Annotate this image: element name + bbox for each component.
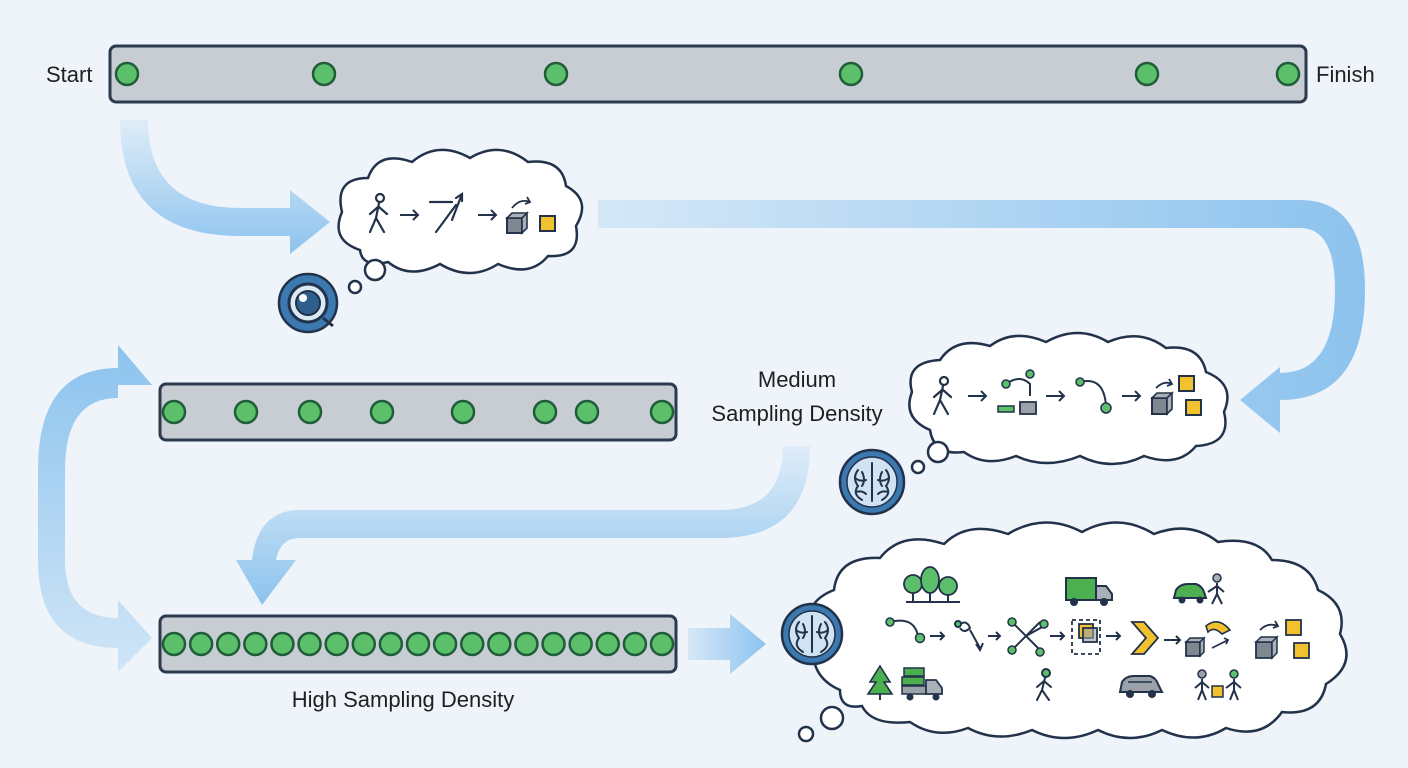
arrow-icon	[988, 631, 1002, 641]
arrow-high-to-thought	[688, 614, 766, 674]
thought-bubble-small	[926, 440, 950, 464]
timeline-point	[595, 631, 621, 657]
timeline-point	[838, 61, 864, 87]
high-density-label: High Sampling Density	[292, 687, 515, 712]
timeline-point	[532, 399, 558, 425]
timeline-point	[369, 399, 395, 425]
timeline-point	[161, 399, 187, 425]
node-path-icon	[1075, 377, 1112, 414]
arrow-icon	[1050, 631, 1066, 641]
timeline-point	[649, 631, 675, 657]
timeline-point	[1275, 61, 1301, 87]
cube-icon	[505, 196, 532, 235]
arrow-icon	[400, 209, 420, 221]
brain-icon	[780, 602, 844, 666]
timeline-point	[405, 631, 431, 657]
magnifier-lens-icon	[277, 272, 339, 334]
scribble-path-icon	[954, 620, 984, 653]
timeline-point	[297, 399, 323, 425]
timeline-point	[351, 631, 377, 657]
thought-cloud	[908, 331, 1229, 466]
arrow-left-loop	[38, 345, 152, 672]
loaded-truck-icon	[901, 667, 943, 701]
walking-person-icon	[1036, 668, 1052, 701]
timeline-point	[487, 631, 512, 657]
medium-timeline-bar	[158, 382, 678, 442]
truck-icon	[1065, 577, 1113, 606]
thought-bubble-small	[819, 705, 845, 731]
brain-icon	[838, 448, 906, 516]
low-timeline-bar	[108, 44, 1308, 104]
arrow-start-to-low-thought	[120, 120, 330, 254]
timeline-point	[541, 631, 566, 657]
medium-density-timeline	[158, 382, 678, 442]
timeline-point	[233, 399, 259, 425]
low-density-timeline: Start Finish	[46, 44, 1375, 104]
timeline-point	[574, 399, 600, 425]
arrow-icon	[968, 390, 988, 402]
thought-cloud	[337, 148, 584, 275]
high-density-thought	[797, 521, 1348, 743]
timeline-point	[649, 399, 675, 425]
timeline-point	[270, 631, 295, 657]
low-density-thought	[337, 148, 584, 295]
arrow-icon	[1122, 390, 1142, 402]
walking-person-icon	[932, 375, 953, 416]
thought-bubble-tiny	[347, 279, 363, 295]
timeline-point	[450, 399, 476, 425]
arrow-icon	[478, 209, 498, 221]
medium-label-line2: Sampling Density	[711, 401, 882, 426]
arrow-icon	[1046, 390, 1066, 402]
high-density-timeline: High Sampling Density	[158, 614, 678, 712]
arrow-icon	[930, 631, 946, 641]
cubes-icon	[1150, 375, 1202, 416]
tree-icon	[866, 664, 894, 700]
timeline-point	[215, 631, 241, 657]
timeline-point	[459, 631, 485, 657]
car-icon	[1118, 675, 1164, 698]
yellow-square-icon	[539, 215, 556, 232]
node-path-icon	[885, 617, 926, 644]
timeline-point	[432, 631, 458, 657]
thought-bubble-tiny	[797, 725, 815, 743]
timeline-point	[622, 631, 648, 657]
trees-icon	[903, 566, 960, 603]
timeline-point	[188, 631, 214, 657]
start-label: Start	[46, 62, 92, 87]
timeline-point	[568, 631, 593, 657]
arrow-low-to-medium-thought	[598, 200, 1365, 433]
timeline-point	[297, 631, 322, 657]
timeline-point	[543, 61, 569, 87]
car-person-icon	[1172, 573, 1225, 605]
chevron-icon	[1130, 621, 1160, 655]
cube-selection-icon	[1071, 619, 1101, 655]
timeline-point	[311, 61, 337, 87]
node-path-icon	[997, 369, 1037, 415]
arrow-medium-to-high	[236, 446, 810, 605]
family-icon	[1194, 669, 1242, 701]
thought-bubble-small	[363, 258, 387, 282]
medium-label-line1: Medium	[758, 367, 836, 392]
timeline-point	[161, 631, 187, 657]
timeline-point	[324, 631, 349, 657]
arrow-icon	[1164, 635, 1182, 645]
branching-icon	[1007, 617, 1049, 657]
medium-density-thought	[908, 331, 1229, 475]
timeline-point	[1134, 61, 1160, 87]
cubes-icon	[1184, 619, 1310, 660]
finish-label: Finish	[1316, 62, 1375, 87]
arrow-icon	[1106, 631, 1122, 641]
trajectory-icon	[428, 191, 464, 234]
thought-cloud	[807, 521, 1348, 740]
thought-bubble-tiny	[910, 459, 926, 475]
timeline-point	[378, 631, 404, 657]
flow-arrows	[38, 120, 1365, 674]
timeline-point	[243, 631, 268, 657]
timeline-point	[514, 631, 539, 657]
timeline-point	[114, 61, 140, 87]
walking-person-icon	[368, 192, 389, 234]
high-timeline-points	[161, 631, 675, 657]
